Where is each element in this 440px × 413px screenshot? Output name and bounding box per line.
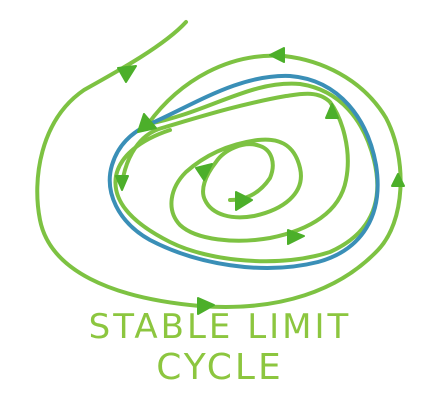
arrow-outer-top-icon xyxy=(117,65,137,83)
arrow-cycle-left-top-icon xyxy=(137,113,157,133)
arrow-center-icon xyxy=(235,191,253,211)
arrow-cycle-left-icon xyxy=(115,175,129,191)
limit-cycle-orbit xyxy=(107,73,380,270)
arrow-outer-bottom-icon xyxy=(197,297,215,315)
caption-line-1: STABLE LIMIT xyxy=(88,307,352,347)
arrow-outer-upper-icon xyxy=(269,47,285,63)
arrow-inner-right-top-icon xyxy=(325,103,339,119)
arrow-inner-bottom-icon xyxy=(287,229,305,245)
outer-trajectory-inner-loop xyxy=(113,81,380,264)
direction-arrows xyxy=(115,47,405,315)
outer-trajectory xyxy=(35,20,403,309)
arrow-outer-right-icon xyxy=(391,173,405,187)
inner-trajectory xyxy=(120,91,350,243)
arrow-inner-left-icon xyxy=(195,163,213,181)
caption-line-2: CYCLE xyxy=(156,347,284,388)
